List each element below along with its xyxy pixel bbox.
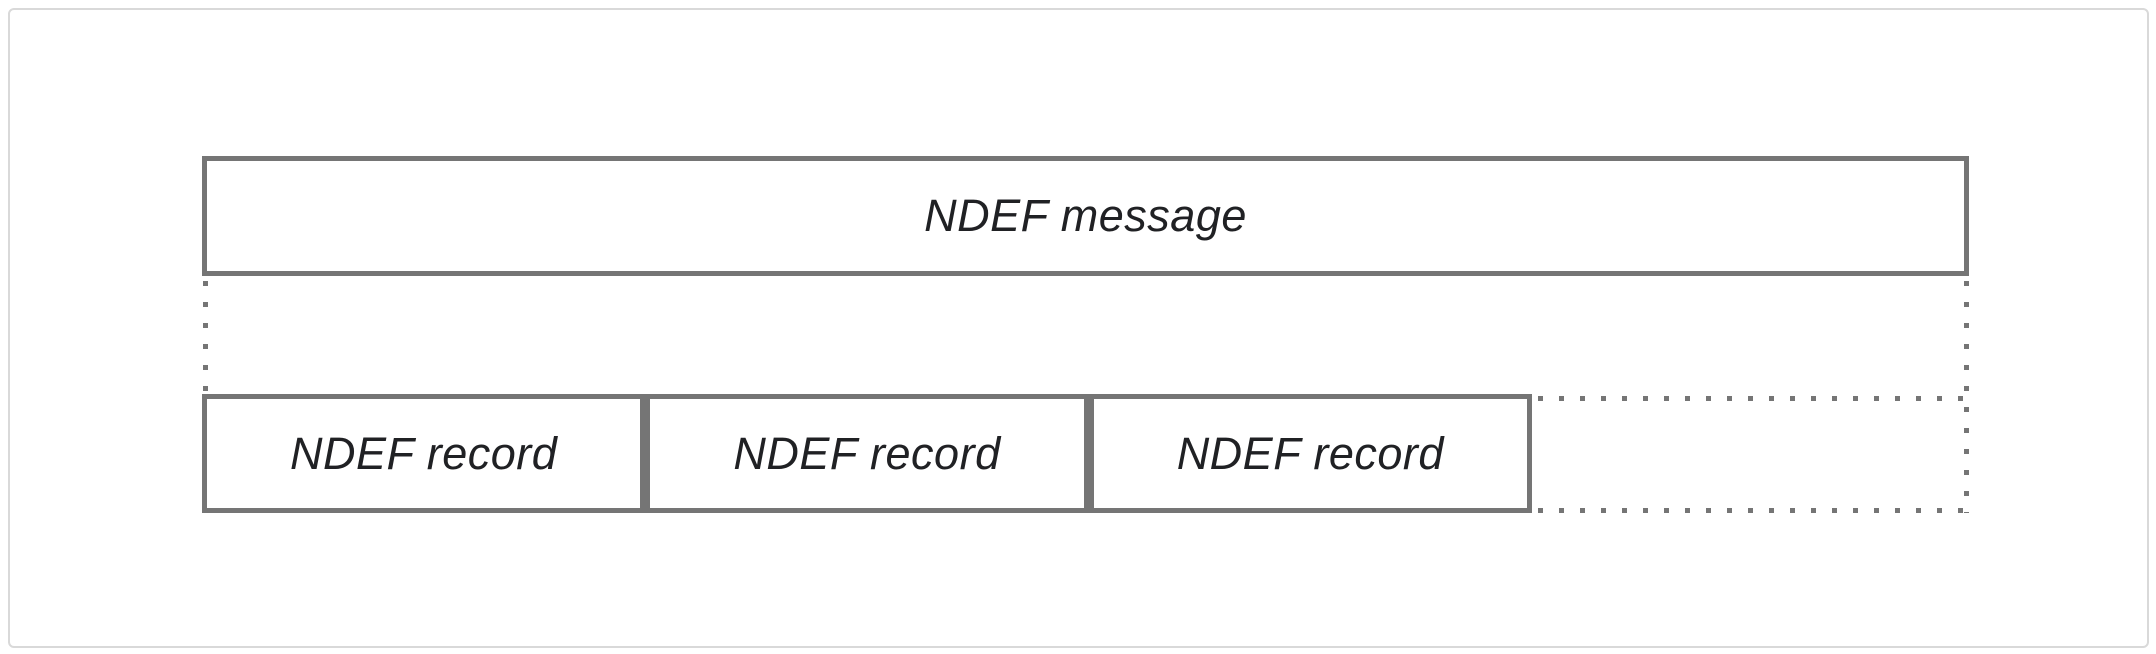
dotted-extension-bottom	[1538, 508, 1964, 513]
ndef-message-box: NDEF message	[202, 156, 1969, 276]
ndef-record-label: NDEF record	[1176, 427, 1444, 479]
figure-frame: NDEF message NDEF record NDEF record NDE…	[8, 8, 2149, 648]
ndef-record-label: NDEF record	[290, 427, 558, 479]
dotted-connector-left	[203, 281, 208, 391]
ndef-record-box-2: NDEF record	[645, 394, 1089, 513]
ndef-record-label: NDEF record	[733, 427, 1001, 479]
dotted-connector-right	[1964, 281, 1969, 513]
ndef-record-box-3: NDEF record	[1088, 394, 1532, 513]
ndef-record-box-1: NDEF record	[202, 394, 646, 513]
ndef-record-row: NDEF record NDEF record NDEF record	[202, 394, 1532, 513]
ndef-message-label: NDEF message	[924, 190, 1247, 241]
dotted-extension-top	[1538, 396, 1964, 401]
